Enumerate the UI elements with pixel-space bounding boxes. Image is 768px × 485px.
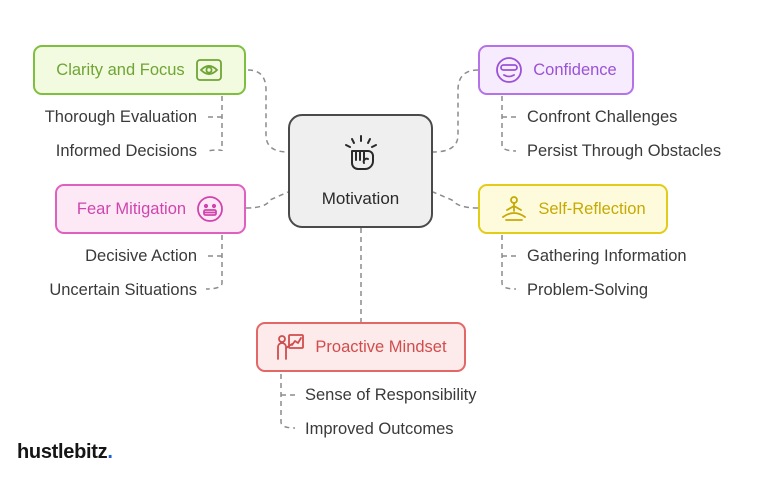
meditation-icon — [500, 195, 528, 223]
connector-reflection — [432, 191, 479, 209]
branch-proactive-label: Proactive Mindset — [315, 337, 447, 356]
branch-self-reflection: Self-Reflection — [478, 184, 668, 234]
branch-proactive-mindset: Proactive Mindset — [256, 322, 466, 372]
leaf-persist-through-obstacles: Persist Through Obstacles — [527, 142, 722, 160]
leaf-confront-challenges: Confront Challenges — [527, 108, 678, 126]
leaf-thorough-evaluation: Thorough Evaluation — [44, 108, 197, 126]
center-node-motivation: Motivation — [288, 114, 433, 228]
leaf-improved-outcomes: Improved Outcomes — [305, 420, 454, 438]
center-label: Motivation — [321, 188, 400, 208]
branch-fear-label: Fear Mitigation — [76, 199, 187, 218]
branch-clarity-label: Clarity and Focus — [56, 60, 185, 79]
leaf-informed-decisions: Informed Decisions — [55, 142, 197, 160]
branch-confidence-label: Confidence — [533, 60, 617, 79]
leaf-decisive-action: Decisive Action — [85, 247, 197, 265]
leaf-problem-solving: Problem-Solving — [527, 281, 649, 299]
leaf-sense-of-responsibility: Sense of Responsibility — [305, 386, 477, 404]
raised-fist-icon — [341, 134, 381, 179]
brand-dot: . — [107, 441, 113, 463]
grimace-face-icon — [196, 195, 224, 223]
connector-confidence — [432, 69, 479, 153]
branch-reflection-label: Self-Reflection — [538, 199, 646, 218]
leaf-gathering-information: Gathering Information — [527, 247, 687, 265]
presenter-icon — [275, 333, 305, 361]
connector-clarity — [247, 69, 289, 153]
eye-icon — [195, 58, 223, 82]
cool-face-icon — [495, 56, 523, 84]
leaf-uncertain-situations: Uncertain Situations — [49, 281, 197, 299]
branch-clarity-and-focus: Clarity and Focus — [33, 45, 246, 95]
branch-fear-mitigation: Fear Mitigation — [55, 184, 246, 234]
brand-logo: hustlebitz. — [17, 441, 113, 464]
branch-confidence: Confidence — [478, 45, 634, 95]
brand-name: hustlebitz — [17, 441, 108, 463]
connector-fear — [245, 191, 289, 209]
